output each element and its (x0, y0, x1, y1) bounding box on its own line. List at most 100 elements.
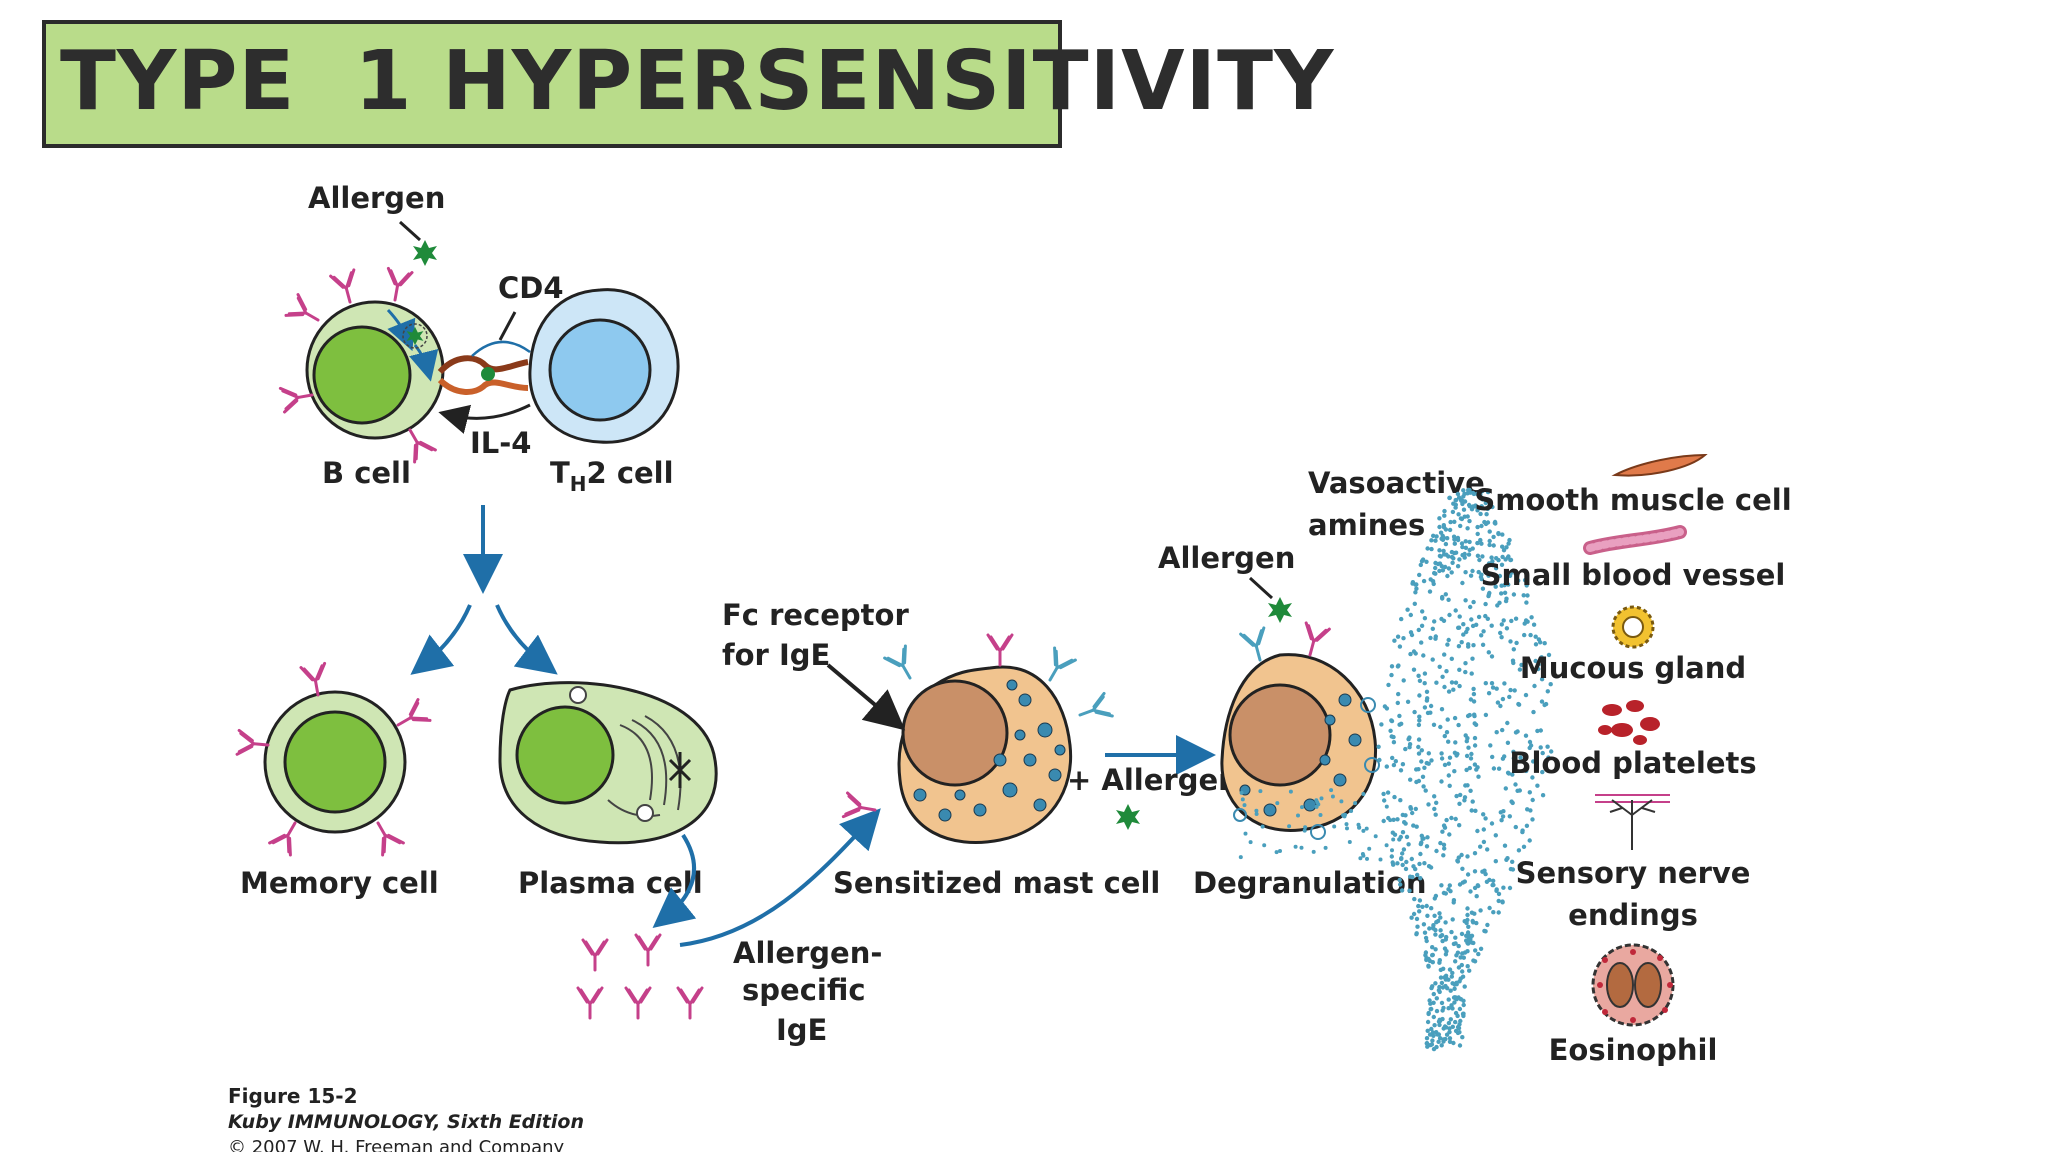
amine-dot (1416, 737, 1422, 742)
amine-dot (1480, 642, 1486, 647)
amine-dot (1483, 613, 1488, 619)
amine-dot (1539, 699, 1545, 704)
amine-dot (1490, 685, 1496, 690)
amine-dot (1461, 632, 1466, 637)
amine-dot (1448, 519, 1453, 525)
amine-dot (1539, 677, 1545, 682)
amine-dot (1452, 769, 1457, 774)
amine-dot (1466, 745, 1471, 750)
amine-dot (1499, 562, 1505, 567)
amine-dot (1437, 664, 1442, 669)
sensitized-mast-cell (841, 633, 1114, 844)
amine-dot (1463, 570, 1468, 575)
amine-dot (1500, 554, 1505, 560)
caption-figure: Figure 15-2 (228, 1084, 358, 1108)
amine-dot (1367, 846, 1372, 851)
amine-dot (1450, 1006, 1455, 1011)
amine-dot (1437, 561, 1443, 566)
amine-dot (1435, 918, 1441, 924)
amine-dot (1522, 578, 1528, 583)
amine-dot (1417, 572, 1422, 578)
amine-dot (1521, 593, 1526, 598)
amine-dot (1457, 667, 1462, 672)
amine-dot (1422, 765, 1427, 770)
amine-dot (1408, 651, 1413, 657)
amine-dot (1424, 760, 1430, 766)
amine-dot (1453, 959, 1458, 964)
amine-dot (1457, 1006, 1463, 1012)
allergen-icon-mid (1116, 804, 1140, 830)
amine-dot (1452, 519, 1457, 524)
amine-dot (1438, 928, 1443, 933)
amine-dot (1524, 583, 1529, 588)
amine-dot (1392, 794, 1397, 800)
amine-dot (1535, 728, 1540, 734)
amine-dot (1455, 1013, 1460, 1019)
amine-dot (1431, 722, 1437, 727)
amine-dot (1456, 644, 1462, 649)
amine-dot (1442, 652, 1447, 657)
amine-dot (1400, 830, 1406, 835)
amine-dot (1439, 707, 1445, 712)
amine-dot (1461, 998, 1466, 1003)
amine-dot (1499, 635, 1504, 640)
b-cell (278, 266, 445, 464)
amine-dot (1469, 808, 1474, 813)
allergen-icon (413, 240, 437, 266)
amine-dot (1502, 843, 1508, 848)
amine-dot (1452, 715, 1458, 721)
amine-dot (1464, 933, 1469, 938)
amine-dot (1411, 911, 1417, 917)
amine-dot (1504, 545, 1509, 550)
amine-dot (1478, 946, 1484, 951)
amine-dot (1433, 636, 1438, 641)
amine-dot (1475, 524, 1480, 530)
amine-dot (1434, 848, 1439, 854)
amine-dot (1451, 687, 1456, 692)
amine-dot (1409, 915, 1414, 920)
amine-dot (1489, 623, 1494, 628)
amine-dot (1455, 1030, 1461, 1036)
amine-dot (1421, 578, 1427, 584)
amine-dot (1445, 573, 1450, 579)
blood-vessel-icon (1583, 525, 1687, 555)
amine-dot (1416, 751, 1422, 756)
amine-dot (1442, 975, 1447, 980)
amine-dot (1463, 545, 1469, 550)
amine-dot (1433, 571, 1438, 576)
amine-dot (1496, 531, 1501, 536)
plus-allergen-label: + Allergen (1067, 763, 1239, 797)
amine-dot (1437, 960, 1442, 965)
ige-to-mast-arrow (679, 808, 881, 947)
amine-dot (1428, 865, 1434, 870)
amine-dot (1485, 520, 1491, 525)
amine-dot (1461, 507, 1467, 512)
memory-cell-label: Memory cell (240, 866, 439, 900)
amine-dot (1422, 616, 1428, 621)
amine-dot (1456, 512, 1461, 517)
amine-dot (1432, 794, 1437, 799)
amine-dot (1456, 943, 1461, 949)
amine-dot (1457, 1043, 1463, 1048)
amine-dot (1493, 859, 1499, 864)
amine-dot (1444, 669, 1449, 674)
amine-dot (1432, 913, 1437, 918)
amine-dot (1384, 843, 1389, 848)
amine-dot (1460, 544, 1465, 550)
amine-dot (1418, 841, 1424, 847)
il4-label: IL-4 (470, 426, 531, 460)
amine-dot (1385, 790, 1391, 795)
amine-dot (1471, 958, 1476, 963)
amine-dot (1437, 548, 1442, 553)
amine-dot (1447, 783, 1452, 788)
amine-dot (1448, 889, 1453, 894)
amine-dot (1471, 491, 1477, 497)
amine-dot (1514, 640, 1519, 646)
amine-dot (1452, 986, 1457, 991)
amine-dot (1438, 915, 1443, 920)
amine-dot (1463, 598, 1468, 603)
amine-dot (1437, 1022, 1442, 1028)
amine-dot (1441, 823, 1447, 828)
amine-dot (1453, 1019, 1458, 1025)
amine-dot (1462, 795, 1468, 800)
